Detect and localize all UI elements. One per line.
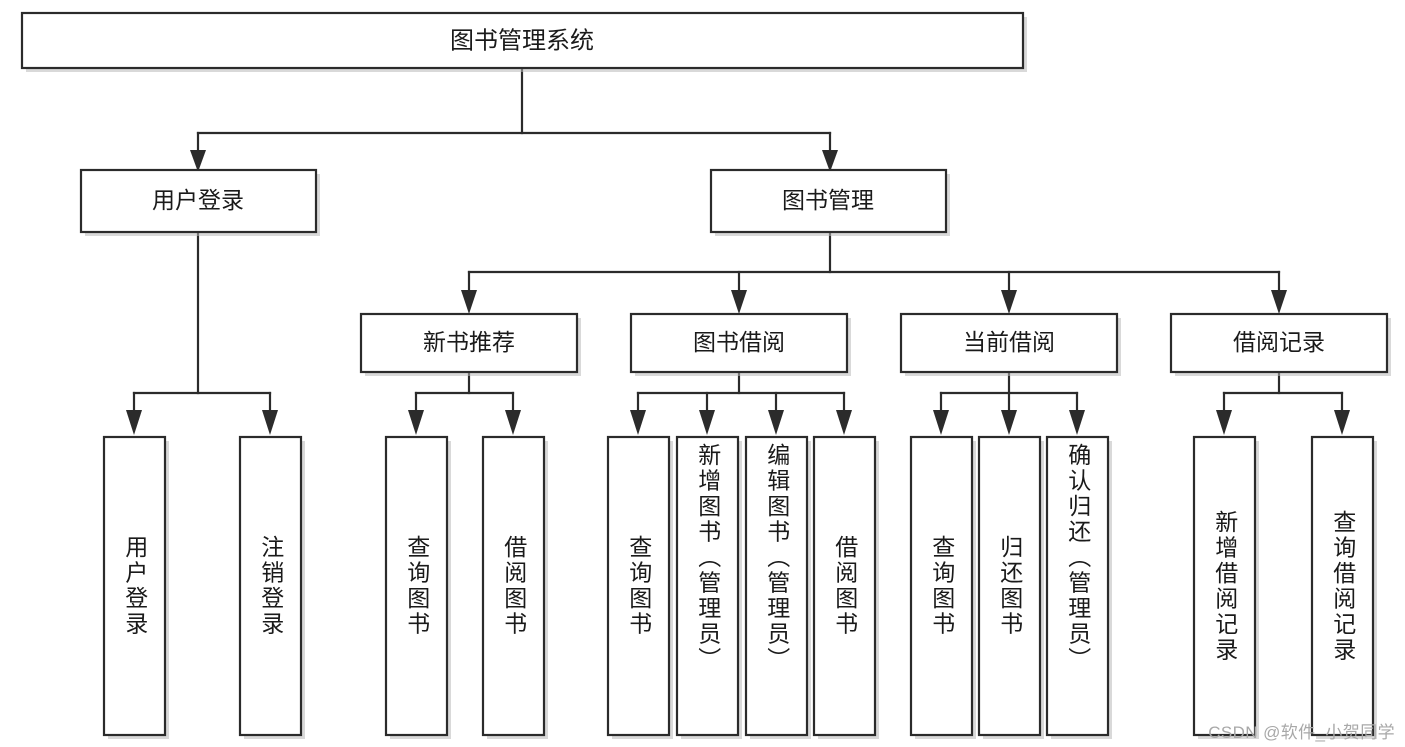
leaf-new-book-1-box [384, 435, 449, 737]
node-book-manage-label: 图书管理 [782, 187, 874, 213]
arrow-book-borrow-leaf-3 [768, 410, 784, 435]
node-user-login[interactable]: 用户登录 [79, 168, 320, 236]
node-user-login-box [79, 168, 318, 234]
connector-layer [126, 66, 1350, 435]
arrow-current-borrow-leaf-3 [1069, 410, 1085, 435]
leaf-book-borrow-2[interactable] [675, 435, 742, 739]
node-book-borrow-label: 图书借阅 [693, 329, 785, 355]
leaf-user-login-1[interactable] [102, 435, 169, 739]
arrow-borrow-record-leaf-1 [1216, 410, 1232, 435]
arrow-bm-to-new-book [461, 290, 477, 314]
leaf-new-book-2-box [481, 435, 546, 737]
leaf-current-borrow-1[interactable] [909, 435, 976, 739]
arrow-borrow-record-leaf-2 [1334, 410, 1350, 435]
leaf-book-borrow-3-box [744, 435, 809, 737]
leaf-book-borrow-3[interactable] [744, 435, 811, 739]
arrow-bm-to-borrow-record [1271, 290, 1287, 314]
node-new-book-box [359, 312, 579, 374]
arrow-bm-to-book-borrow [731, 290, 747, 314]
csdn-watermark: CSDN @软件_小贺同学 [1208, 723, 1395, 742]
arrow-user-login-leaf-2 [262, 410, 278, 435]
node-user-login-label: 用户登录 [152, 187, 244, 213]
leaf-current-borrow-1-box [909, 435, 974, 737]
node-root-system[interactable]: 图书管理系统 [20, 11, 1027, 72]
arrow-new-book-leaf-2 [505, 410, 521, 435]
leaf-book-borrow-1-box [606, 435, 671, 737]
leaf-borrow-record-2-box [1310, 435, 1375, 737]
leaf-borrow-record-1-box [1192, 435, 1257, 737]
leaf-book-borrow-2-box [675, 435, 740, 737]
node-borrow-record[interactable]: 借阅记录 [1169, 312, 1391, 376]
leaf-borrow-record-2[interactable] [1310, 435, 1377, 739]
arrow-current-borrow-leaf-1 [933, 410, 949, 435]
leaf-new-book-2[interactable] [481, 435, 548, 739]
arrow-root-to-book-manage [822, 150, 838, 172]
leaf-user-login-2-box [238, 435, 303, 737]
node-current-borrow[interactable]: 当前借阅 [899, 312, 1121, 376]
node-root-label: 图书管理系统 [450, 27, 594, 54]
arrow-book-borrow-leaf-1 [630, 410, 646, 435]
leaf-book-borrow-1[interactable] [606, 435, 673, 739]
leaf-user-login-1-box [102, 435, 167, 737]
leaf-book-borrow-4[interactable] [812, 435, 879, 739]
leaf-borrow-record-1[interactable] [1192, 435, 1259, 739]
node-book-borrow[interactable]: 图书借阅 [629, 312, 851, 376]
arrow-new-book-leaf-1 [408, 410, 424, 435]
node-book-manage[interactable]: 图书管理 [709, 168, 950, 236]
arrow-bm-to-current-borrow [1001, 290, 1017, 314]
leaf-current-borrow-2[interactable] [977, 435, 1044, 739]
node-current-borrow-label: 当前借阅 [963, 329, 1055, 355]
arrow-root-to-user-login [190, 150, 206, 172]
leaf-current-borrow-2-box [977, 435, 1042, 737]
node-borrow-record-label: 借阅记录 [1233, 329, 1325, 355]
leaf-book-borrow-4-box [812, 435, 877, 737]
node-book-borrow-box [629, 312, 849, 374]
arrow-user-login-leaf-1 [126, 410, 142, 435]
arrow-current-borrow-leaf-2 [1001, 410, 1017, 435]
node-new-book-label: 新书推荐 [423, 329, 515, 355]
node-new-book-recommend[interactable]: 新书推荐 [359, 312, 581, 376]
node-current-borrow-box [899, 312, 1119, 374]
leaf-new-book-1[interactable] [384, 435, 451, 739]
leaf-current-borrow-3[interactable] [1045, 435, 1112, 739]
node-book-manage-box [709, 168, 948, 234]
node-root-box [20, 11, 1025, 70]
arrow-book-borrow-leaf-4 [836, 410, 852, 435]
leaf-user-login-2[interactable] [238, 435, 305, 739]
arrow-book-borrow-leaf-2 [699, 410, 715, 435]
node-borrow-record-box [1169, 312, 1389, 374]
leaf-current-borrow-3-box [1045, 435, 1110, 737]
